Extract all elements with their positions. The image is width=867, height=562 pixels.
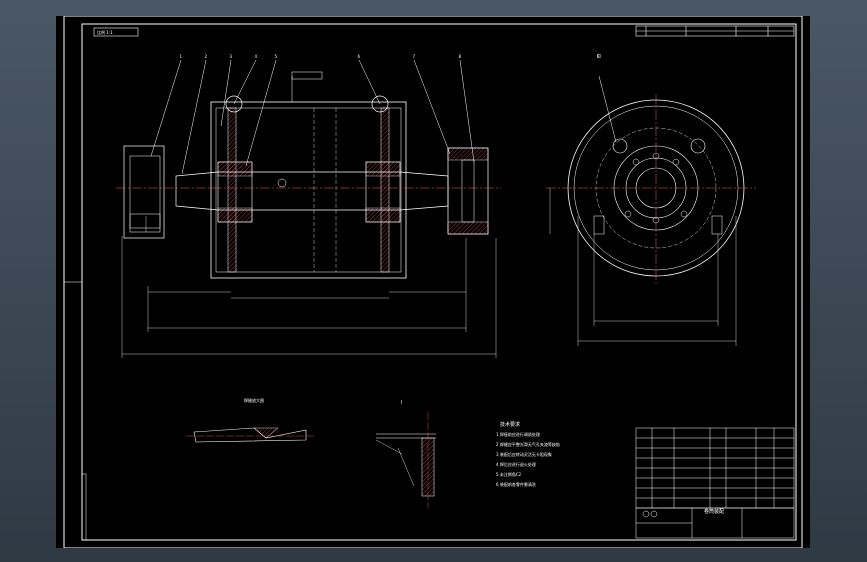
part-balloon: 5 <box>275 54 278 59</box>
weld-marker-left <box>225 95 243 113</box>
drum-shell <box>210 101 407 279</box>
title-block-name: 卷筒装配 <box>704 508 724 515</box>
part-balloon: 7 <box>413 54 416 59</box>
weld-detail-right: I <box>375 400 436 508</box>
weld-marker-right <box>371 95 389 113</box>
technical-notes: 技术要求 1 焊接前应进行调质处理 2 焊缝应平整光滑无气孔夹渣等缺陷 3 装配后应… <box>496 421 560 487</box>
part-balloon: 6 <box>358 54 361 59</box>
part-balloon: 2 <box>205 54 208 59</box>
drawing-frame <box>81 23 797 541</box>
left-end-plate <box>227 107 237 273</box>
weld-detail-right-title: I <box>401 400 402 406</box>
note-line: 4 焊后应进行退火处理 <box>496 461 536 467</box>
note-line: 1 焊接前应进行调质处理 <box>496 431 540 437</box>
part-balloon: 8 <box>459 54 462 59</box>
drawing-sheet: 比例 1:1 <box>56 16 810 548</box>
note-line: 3 装配后应转动灵活无卡阻现象 <box>496 451 552 457</box>
side-balloon: 9 <box>597 54 600 59</box>
notes-title: 技术要求 <box>500 421 520 428</box>
balloon-group: 1 2 3 4 5 6 7 8 <box>180 54 462 59</box>
balloon-leaders <box>150 59 475 175</box>
note-line: 6 装配前各零件需清洗 <box>496 481 536 487</box>
dimension-lines <box>121 236 497 358</box>
part-balloon: 1 <box>180 54 183 59</box>
weld-detail-left: 焊缝放大图 <box>186 397 316 443</box>
weld-detail-left-title: 焊缝放大图 <box>244 397 264 403</box>
scale-tag-box <box>93 27 139 37</box>
shaft <box>175 171 449 211</box>
note-line: 2 焊缝应平整光滑无气孔夹渣等缺陷 <box>496 441 560 447</box>
side-view <box>546 75 756 346</box>
front-view <box>116 59 501 358</box>
scale-tag-text: 比例 1:1 <box>97 29 113 35</box>
right-bearing-housing <box>447 147 489 235</box>
left-bearing-seat <box>123 145 165 239</box>
part-balloon: 4 <box>255 54 258 59</box>
note-line: 5 未注倒角C2 <box>496 471 522 477</box>
title-block <box>635 427 795 539</box>
left-strip-labels <box>81 473 87 541</box>
part-balloon: 3 <box>230 54 233 59</box>
drawing-svg: 比例 1:1 <box>63 16 803 548</box>
top-right-table <box>635 25 795 37</box>
right-end-plate <box>380 107 390 273</box>
